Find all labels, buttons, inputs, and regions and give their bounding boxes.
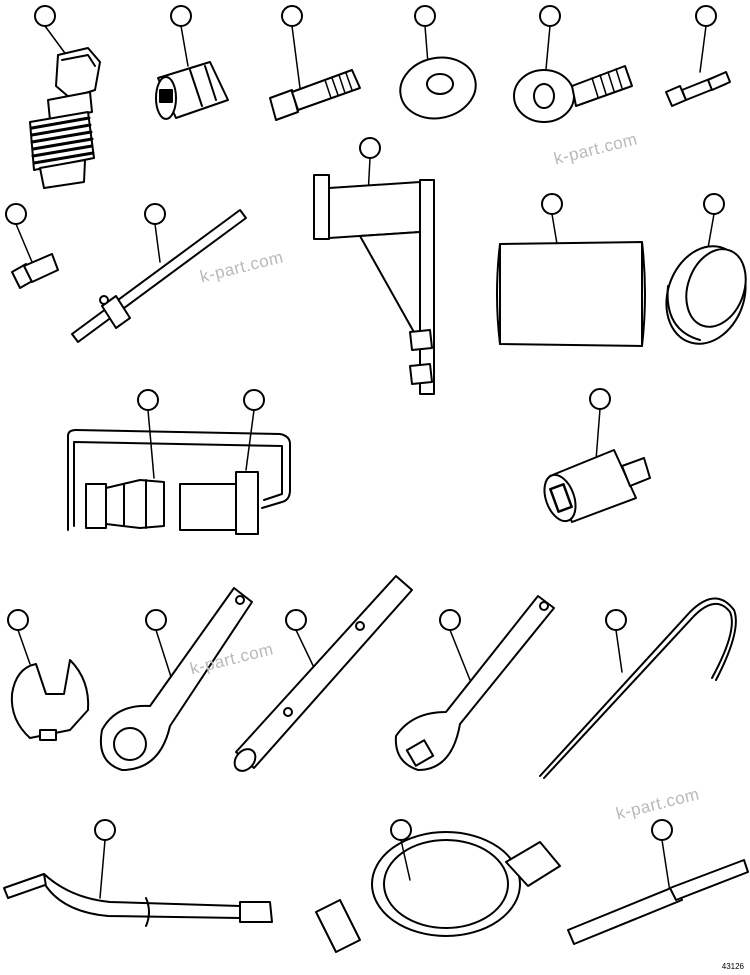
sleeve-drawing <box>496 193 646 347</box>
ring-drawing <box>665 193 747 345</box>
tube-wrench-drawing <box>233 575 413 772</box>
hydraulic-coupling-drawing <box>29 5 101 189</box>
eye-bolt-drawing <box>513 5 633 123</box>
pin-adapter-drawing <box>665 5 731 107</box>
flat-washer-drawing <box>399 5 477 120</box>
gauge-adapter-assembly-drawing <box>67 389 291 535</box>
bracket-fixture-drawing <box>313 137 435 395</box>
square-drive-socket-drawing <box>155 5 229 120</box>
hose-assembly-drawing <box>3 819 273 927</box>
ring-wrench-drawing <box>100 587 253 771</box>
plug-adapter-drawing <box>5 203 59 289</box>
rod-tool-drawing <box>71 203 247 343</box>
figure-number: 43126 <box>721 962 744 971</box>
cap-screw-drawing <box>269 5 361 121</box>
square-wrench-drawing <box>394 595 555 771</box>
pin-punch-drawing <box>567 819 749 945</box>
cable-harness-drawing <box>315 819 561 953</box>
drive-socket-adapter-drawing <box>543 388 651 523</box>
crowfoot-wrench-drawing <box>7 609 90 741</box>
hook-tool-drawing <box>539 597 737 779</box>
